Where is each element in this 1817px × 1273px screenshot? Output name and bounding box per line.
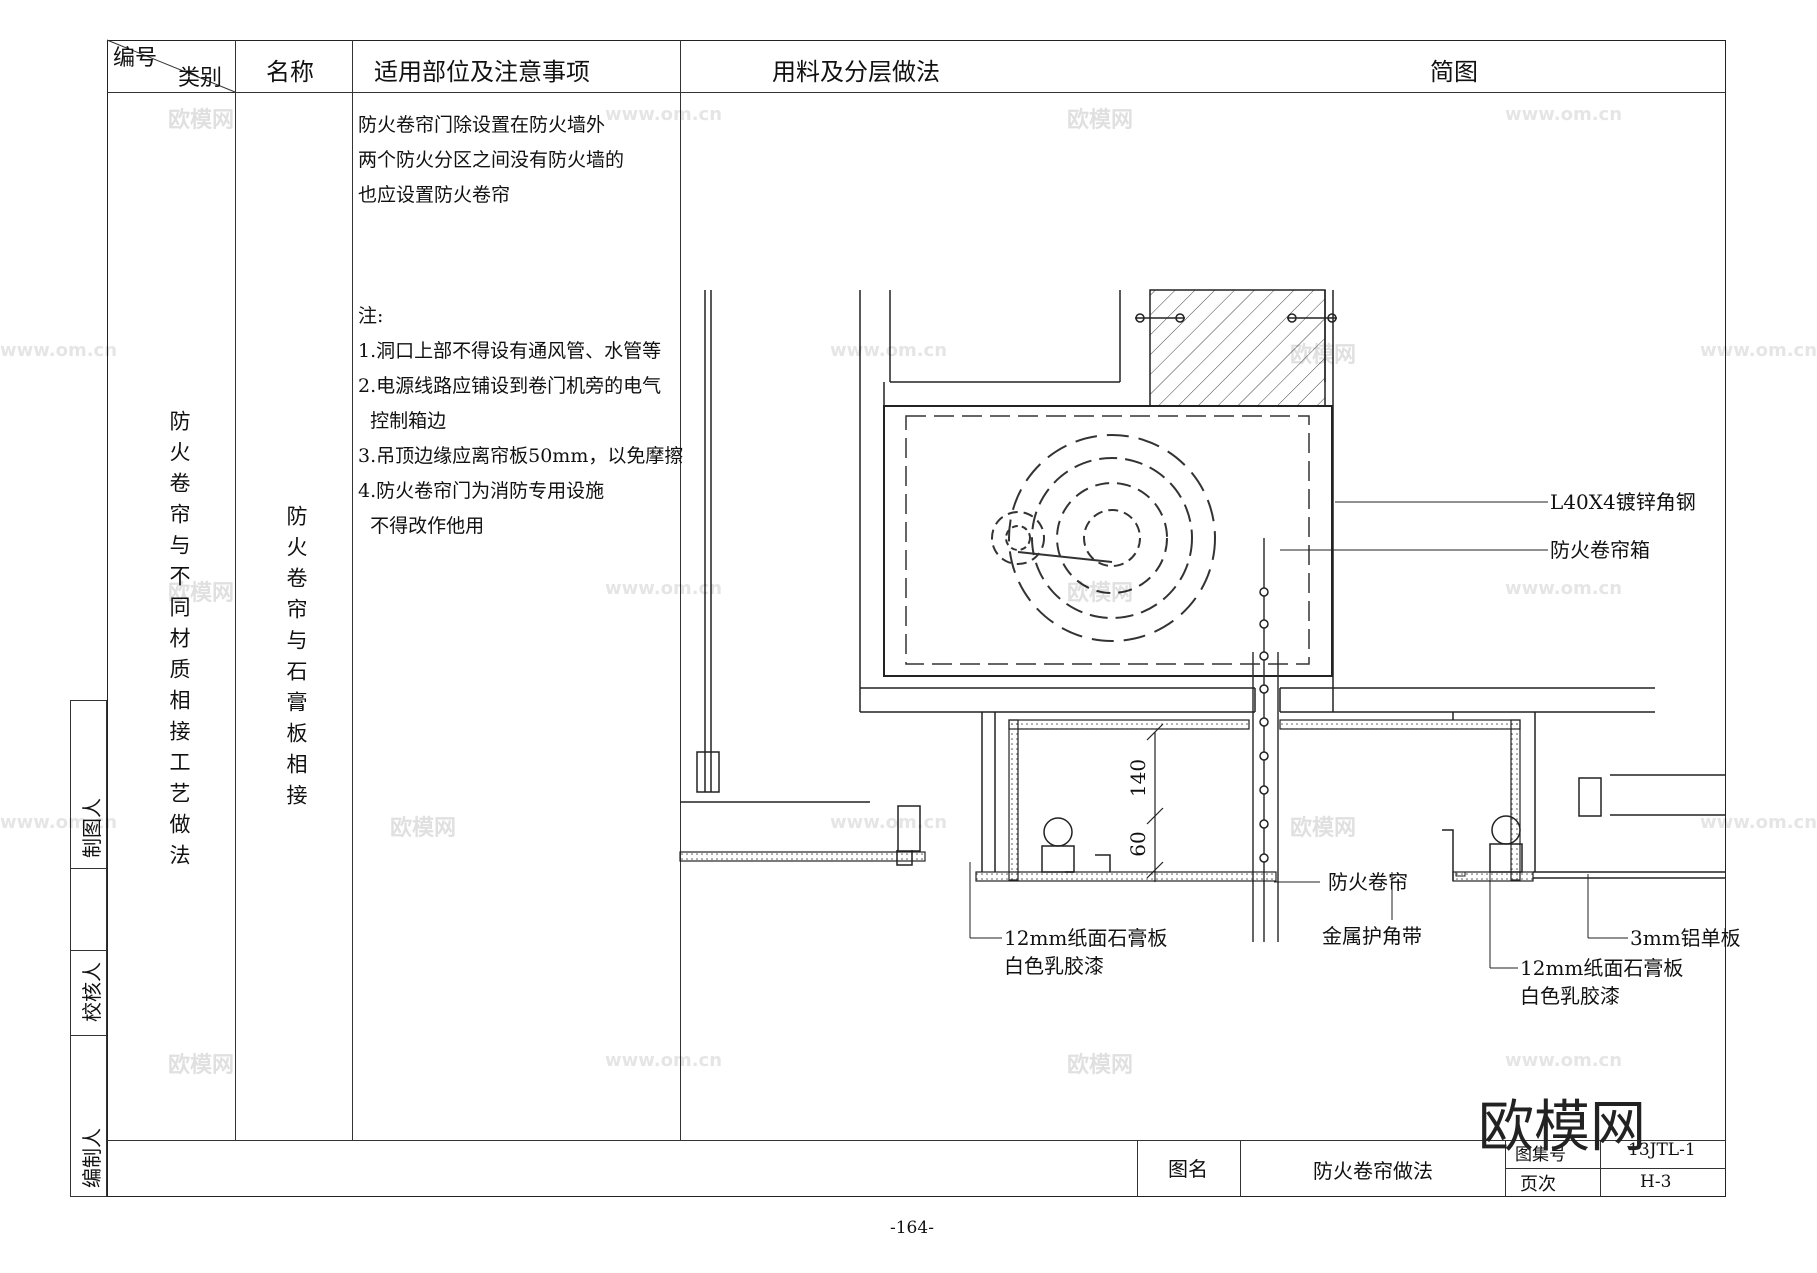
column-divider-1: [235, 40, 236, 1140]
roller-drum: [991, 434, 1216, 642]
atlas-no: 13JTL-1: [1628, 1140, 1696, 1160]
left-gypsum-enclosure: [975, 712, 1277, 882]
label-roller-box: 防火卷帘箱: [1550, 538, 1650, 562]
title-block-divider-1: [1137, 1140, 1138, 1197]
label-gypsum-right-1: 12mm纸面石膏板: [1520, 956, 1683, 980]
concrete-beam: [1149, 289, 1326, 407]
note-item-2b: 控制箱边: [358, 410, 447, 432]
note-item-4b: 不得改作他用: [358, 515, 485, 537]
label-angle-steel: L40X4镀锌角钢: [1550, 490, 1696, 514]
curtain-slats: [1259, 587, 1269, 863]
name-text: 防火卷帘与石膏板相接: [284, 505, 308, 815]
label-gypsum-left-1: 12mm纸面石膏板: [1004, 926, 1167, 950]
note-item-4a: 4.防火卷帘门为消防专用设施: [358, 480, 605, 502]
anchor-bolts: [1135, 313, 1337, 323]
label-curtain: 防火卷帘: [1328, 870, 1408, 894]
signature-divider-3: [70, 1035, 107, 1036]
note-intro-1: 防火卷帘门除设置在防火墙外: [358, 114, 606, 136]
section-diagram: 140 60 L40X4镀锌角钢 防火卷帘箱 防火卷帘 金属护角带 3mm铝单板…: [679, 289, 1741, 1008]
page-code: H-3: [1640, 1172, 1672, 1192]
header-name-label: 名称: [266, 58, 314, 86]
box-bottom-plate: [860, 687, 1655, 713]
right-gypsum-enclosure: [1279, 712, 1726, 882]
column-divider-2: [352, 40, 353, 1140]
dim-140: 140: [1126, 759, 1150, 797]
note-title: 注:: [358, 305, 384, 327]
title-block-mid-line: [1505, 1168, 1726, 1169]
note-intro-2: 两个防火分区之间没有防火墙的: [358, 149, 625, 171]
atlas-no-label: 图集号: [1515, 1145, 1566, 1165]
header-materials-label: 用料及分层做法: [772, 58, 940, 86]
header-row-divider: [107, 92, 1726, 93]
note-item-2a: 2.电源线路应铺设到卷门机旁的电气: [358, 375, 662, 397]
header-diagram-label: 简图: [1430, 58, 1478, 86]
title-block-divider-2: [1240, 1140, 1241, 1197]
watermark-url: www.om.cn: [0, 340, 118, 361]
column-divider-3: [680, 40, 681, 1140]
header-scope-label: 适用部位及注意事项: [374, 58, 590, 86]
roller-box: [883, 405, 1333, 677]
drawing-name-label: 图名: [1168, 1157, 1208, 1181]
header-category-label: 类别: [178, 66, 223, 91]
left-ceiling: [679, 290, 926, 866]
note-item-3: 3.吊顶边缘应离帘板50mm，以免摩擦: [358, 445, 684, 467]
dim-60: 60: [1126, 831, 1150, 856]
leader-lines: [969, 501, 1628, 969]
roller-box-inner: [905, 415, 1310, 665]
label-corner-tape: 金属护角带: [1322, 924, 1422, 948]
note-intro-3: 也应设置防火卷帘: [358, 184, 511, 206]
label-aluminium-panel: 3mm铝单板: [1630, 926, 1741, 950]
drawing-sheet-frame: [107, 40, 1726, 1197]
page-label: 页次: [1520, 1174, 1556, 1195]
signature-divider-1: [70, 868, 107, 869]
page-number: -164-: [890, 1218, 934, 1238]
brand-logo: 欧模网: [1478, 1095, 1646, 1160]
drawing-name: 防火卷帘做法: [1313, 1159, 1433, 1183]
header-number-label: 编号: [113, 46, 158, 71]
drafter-label: 制图人: [80, 798, 104, 858]
note-item-1: 1.洞口上部不得设有通风管、水管等: [358, 340, 662, 362]
dimension-lines: [1146, 723, 1164, 882]
label-gypsum-left-2: 白色乳胶漆: [1004, 954, 1104, 978]
signature-divider-2: [70, 950, 107, 951]
category-text: 防火卷帘与不同材质相接工艺做法: [167, 410, 191, 875]
header-diagonal: [106, 39, 236, 93]
checker-label: 校核人: [80, 962, 104, 1022]
compiler-label: 编制人: [80, 1128, 104, 1188]
title-block-top-line: [107, 1140, 1726, 1141]
signature-strip: [70, 700, 107, 1197]
label-gypsum-right-2: 白色乳胶漆: [1520, 984, 1620, 1008]
